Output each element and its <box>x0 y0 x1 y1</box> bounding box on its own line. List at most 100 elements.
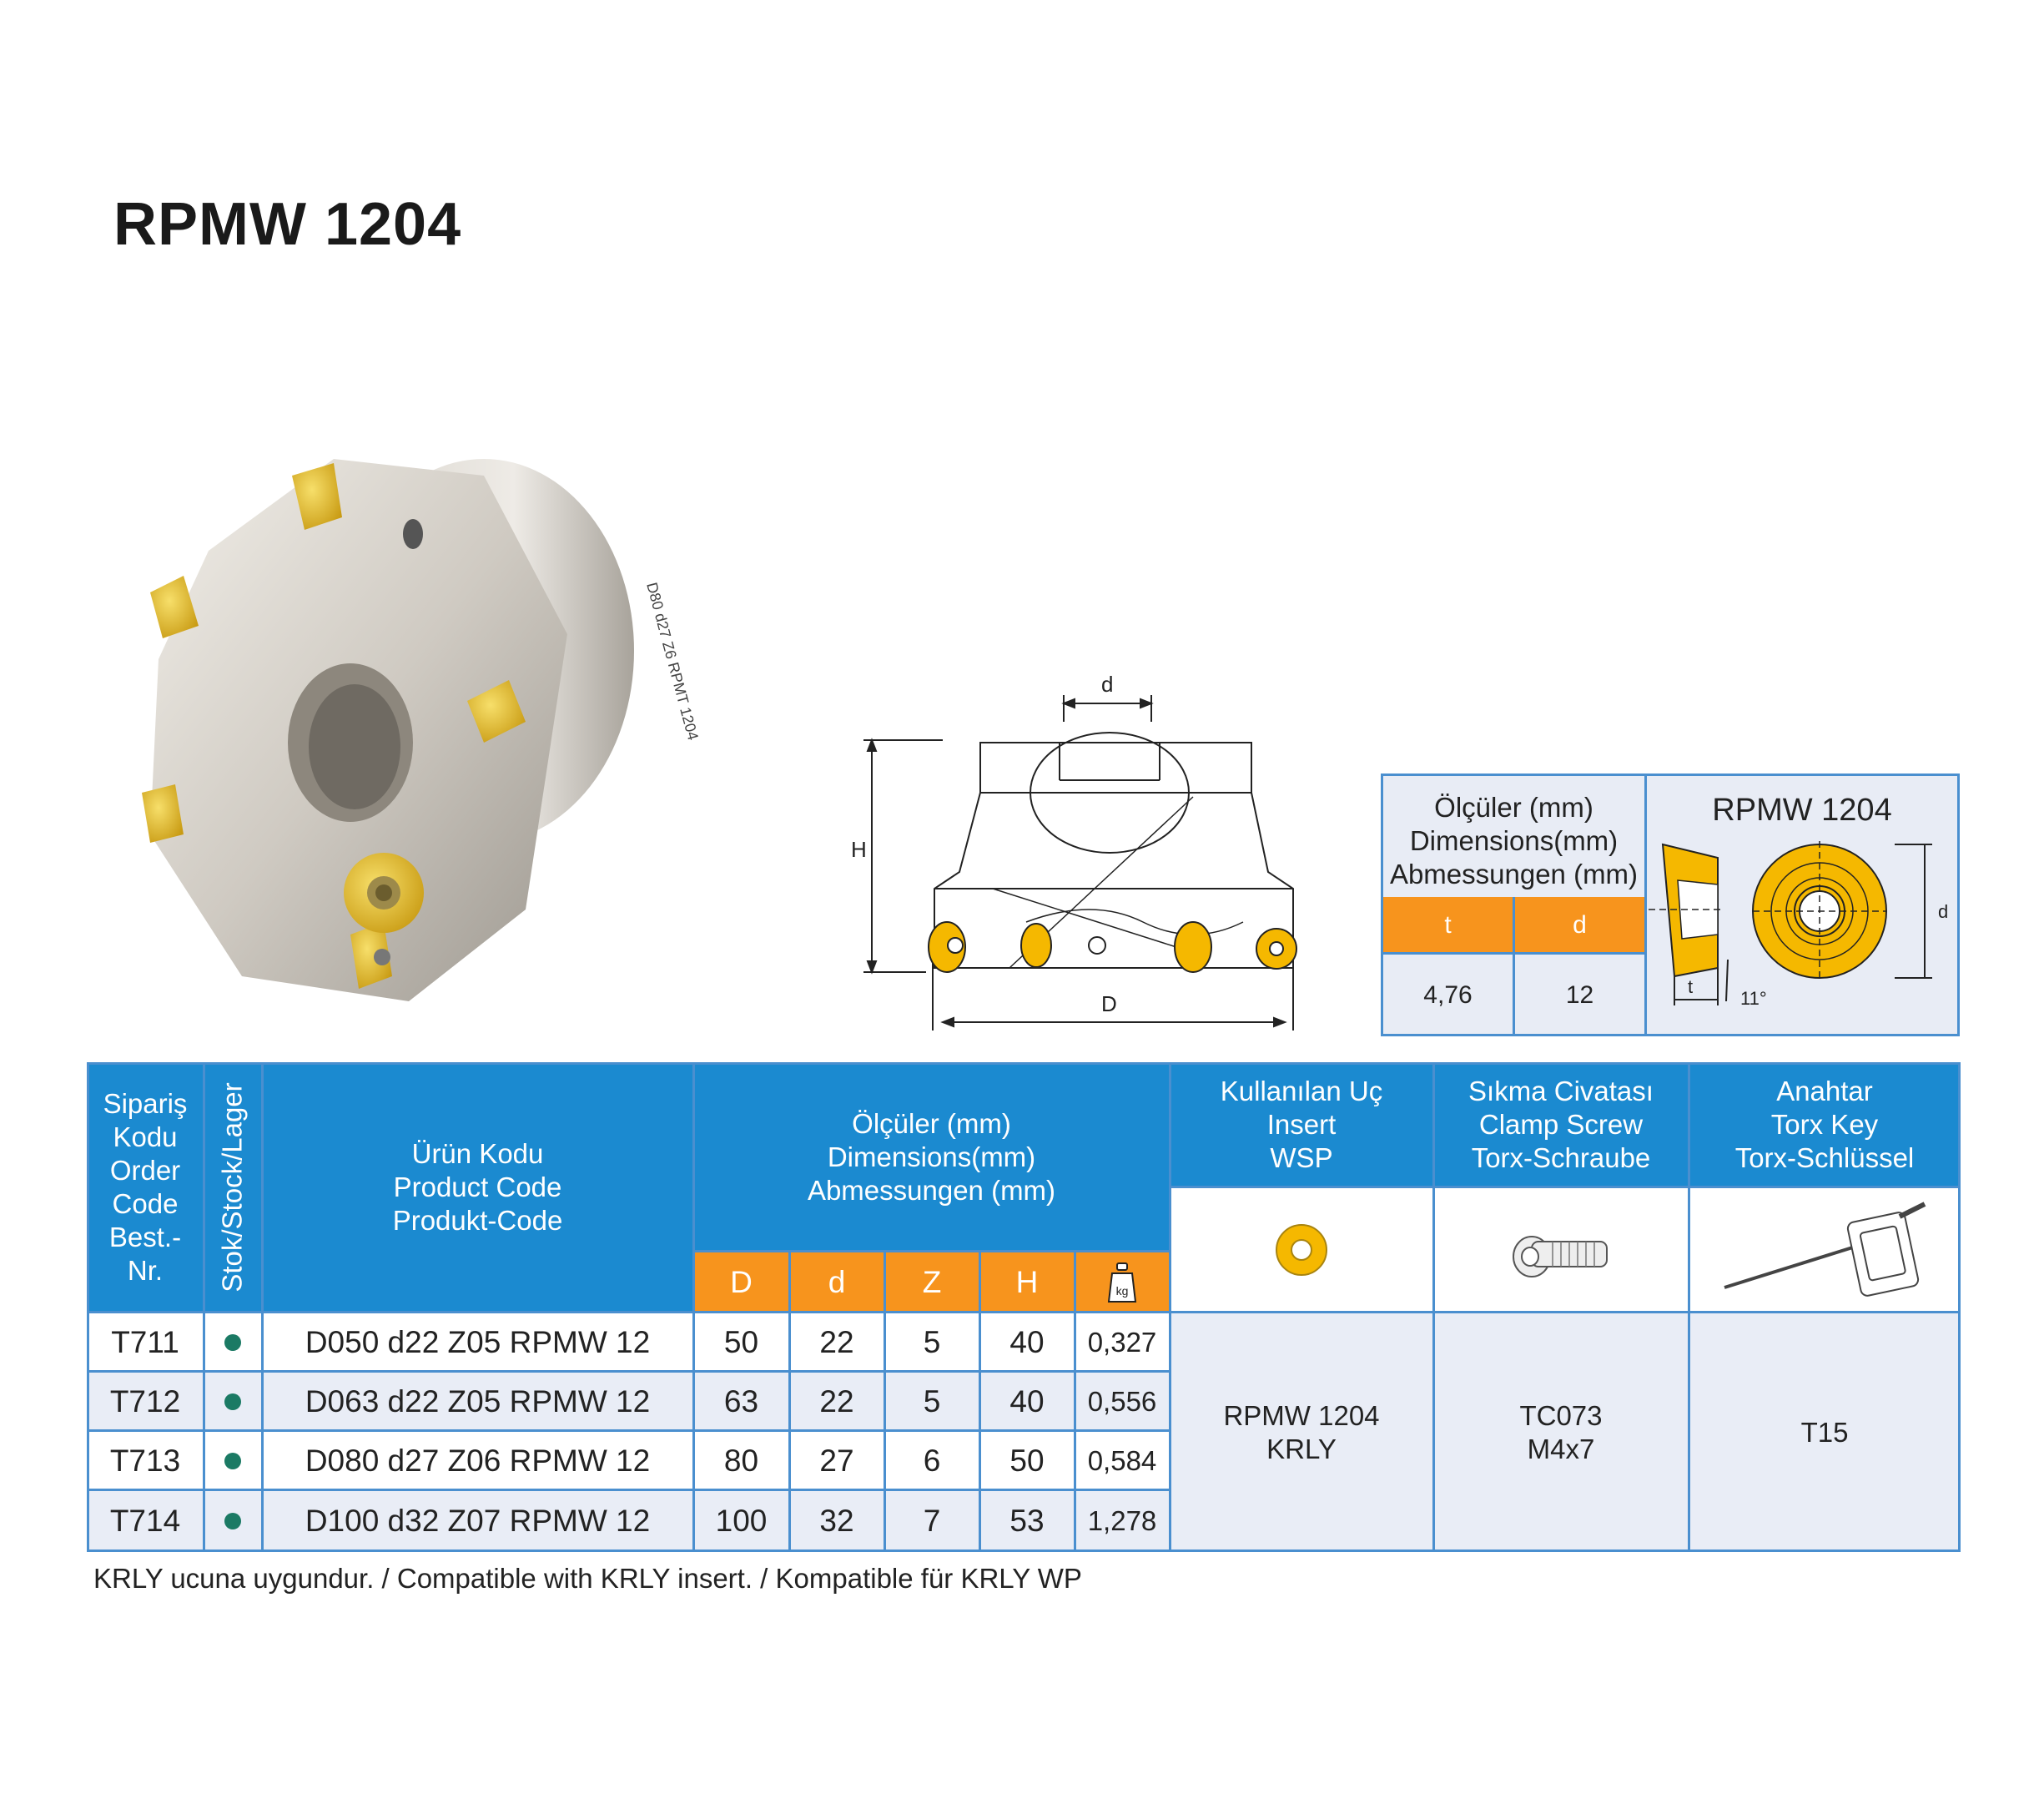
torx-key-value-cell: T15 <box>1689 1313 1961 1552</box>
insert-title: RPMW 1204 <box>1712 793 1892 828</box>
header-product-line: Product Code <box>393 1172 562 1202</box>
weight-icon: kg <box>1107 1262 1137 1303</box>
col-header-weight: kg <box>1075 1252 1170 1313</box>
row-D: 100 <box>693 1490 789 1552</box>
row-d: 32 <box>789 1490 884 1552</box>
insert-header-d: d <box>1515 897 1644 954</box>
header-product-line: Produkt-Code <box>392 1205 563 1236</box>
row-D: 50 <box>693 1313 789 1372</box>
row-Z: 5 <box>884 1372 979 1431</box>
row-order-code: T713 <box>87 1431 204 1490</box>
insert-diagram-angle-label: 11° <box>1740 988 1767 1009</box>
in-stock-dot <box>224 1513 241 1529</box>
row-product-code: D080 d27 Z06 RPMW 12 <box>262 1431 693 1490</box>
insert-value-line: KRLY <box>1266 1433 1337 1464</box>
row-weight: 0,327 <box>1075 1313 1170 1372</box>
product-table: Sipariş Kodu Order Code Best.- Nr. Stok/… <box>87 1062 1961 1552</box>
header-stock-label: Stok/Stock/Lager <box>217 1082 248 1293</box>
insert-icon <box>1276 1224 1327 1276</box>
header-dimensions-line: Dimensions(mm) <box>827 1141 1036 1172</box>
insert-dims-line-de: Abmessungen (mm) <box>1389 859 1639 889</box>
header-dimensions: Ölçüler (mm) Dimensions(mm) Abmessungen … <box>693 1062 1170 1252</box>
torx-key-icon <box>1724 1202 1926 1297</box>
row-stock <box>204 1431 262 1490</box>
row-stock <box>204 1372 262 1431</box>
svg-text:D80 d27 Z6 RPMT 1204: D80 d27 Z6 RPMT 1204 <box>643 581 702 742</box>
header-dimensions-line: Ölçüler (mm) <box>852 1107 1011 1139</box>
col-header-D: D <box>693 1252 789 1313</box>
header-screw-line: Torx-Schraube <box>1471 1142 1651 1173</box>
row-product-code: D050 d22 Z05 RPMW 12 <box>262 1313 693 1372</box>
footnote: KRLY ucuna uygundur. / Compatible with K… <box>93 1563 1082 1594</box>
insert-dims-line-en: Dimensions(mm) <box>1409 825 1619 856</box>
header-insert-line: Kullanılan Uç <box>1220 1076 1383 1106</box>
dim-label-d: d <box>1101 672 1114 697</box>
row-stock <box>204 1313 262 1372</box>
cutter-technical-drawing: d H D <box>843 672 1318 1039</box>
header-product-code: Ürün Kodu Product Code Produkt-Code <box>262 1062 693 1313</box>
header-order-line: Kodu <box>113 1121 178 1152</box>
row-order-code: T714 <box>87 1490 204 1552</box>
row-H: 50 <box>979 1431 1075 1490</box>
header-key-line: Torx-Schlüssel <box>1734 1142 1915 1173</box>
header-torx-key: Anahtar Torx Key Torx-Schlüssel <box>1689 1062 1961 1187</box>
screw-value-line: TC073 <box>1519 1399 1603 1431</box>
row-weight: 1,278 <box>1075 1490 1170 1552</box>
insert-diagram: t 11° d <box>1649 841 1948 1009</box>
header-insert: Kullanılan Uç Insert WSP <box>1170 1062 1433 1187</box>
row-order-code: T711 <box>87 1313 204 1372</box>
header-key-line: Torx Key <box>1770 1109 1879 1140</box>
header-insert-line: Insert <box>1266 1109 1337 1140</box>
header-screw-line: Sıkma Civatası <box>1468 1076 1654 1106</box>
header-clamp-screw: Sıkma Civatası Clamp Screw Torx-Schraube <box>1433 1062 1689 1187</box>
row-Z: 6 <box>884 1431 979 1490</box>
milling-cutter-image: D80 d27 Z6 RPMT 1204 <box>142 459 702 1001</box>
col-header-Z: Z <box>884 1252 979 1313</box>
insert-thumbnail <box>1170 1187 1433 1313</box>
screw-thumbnail <box>1433 1187 1689 1313</box>
insert-value-t: 4,76 <box>1423 981 1473 1009</box>
row-Z: 7 <box>884 1490 979 1552</box>
dim-label-H: H <box>851 837 867 862</box>
row-H: 53 <box>979 1490 1075 1552</box>
weight-icon-label: kg <box>1116 1284 1129 1298</box>
header-key-line: Anahtar <box>1776 1076 1873 1106</box>
row-product-code: D100 d32 Z07 RPMW 12 <box>262 1490 693 1552</box>
row-d: 22 <box>789 1372 884 1431</box>
header-product-line: Ürün Kodu <box>411 1138 544 1169</box>
header-dimensions-line: Abmessungen (mm) <box>807 1174 1056 1206</box>
row-product-code: D063 d22 Z05 RPMW 12 <box>262 1372 693 1431</box>
row-weight: 0,584 <box>1075 1431 1170 1490</box>
col-header-d: d <box>789 1252 884 1313</box>
row-D: 63 <box>693 1372 789 1431</box>
insert-header-t: t <box>1383 897 1513 954</box>
row-d: 27 <box>789 1431 884 1490</box>
row-order-code: T712 <box>87 1372 204 1431</box>
row-H: 40 <box>979 1313 1075 1372</box>
header-order-line: Nr. <box>127 1255 164 1286</box>
dim-label-D: D <box>1101 991 1117 1016</box>
insert-value-cell: RPMW 1204 KRLY <box>1170 1313 1433 1552</box>
screw-value-line: M4x7 <box>1527 1433 1595 1464</box>
row-stock <box>204 1490 262 1552</box>
row-weight: 0,556 <box>1075 1372 1170 1431</box>
in-stock-dot <box>224 1452 241 1469</box>
row-D: 80 <box>693 1431 789 1490</box>
header-order-line: Best.- <box>108 1222 182 1252</box>
in-stock-dot <box>224 1333 241 1351</box>
col-header-H: H <box>979 1252 1075 1313</box>
screw-value-cell: TC073 M4x7 <box>1433 1313 1689 1552</box>
insert-dims-line-tr: Ölçüler (mm) <box>1434 792 1593 823</box>
header-screw-line: Clamp Screw <box>1478 1109 1644 1140</box>
header-insert-line: WSP <box>1270 1142 1333 1173</box>
page-title: RPMW 1204 <box>113 191 462 258</box>
insert-dims-heading: Ölçüler (mm) Dimensions(mm) Abmessungen … <box>1383 791 1644 891</box>
insert-diagram-t-label: t <box>1688 976 1693 997</box>
header-order-line: Code <box>112 1188 179 1219</box>
header-order-code: Sipariş Kodu Order Code Best.- Nr. <box>87 1062 204 1313</box>
insert-value-d: 12 <box>1565 981 1594 1009</box>
torx-key-thumbnail <box>1689 1187 1961 1313</box>
header-order-line: Order <box>109 1155 181 1186</box>
row-Z: 5 <box>884 1313 979 1372</box>
row-H: 40 <box>979 1372 1075 1431</box>
